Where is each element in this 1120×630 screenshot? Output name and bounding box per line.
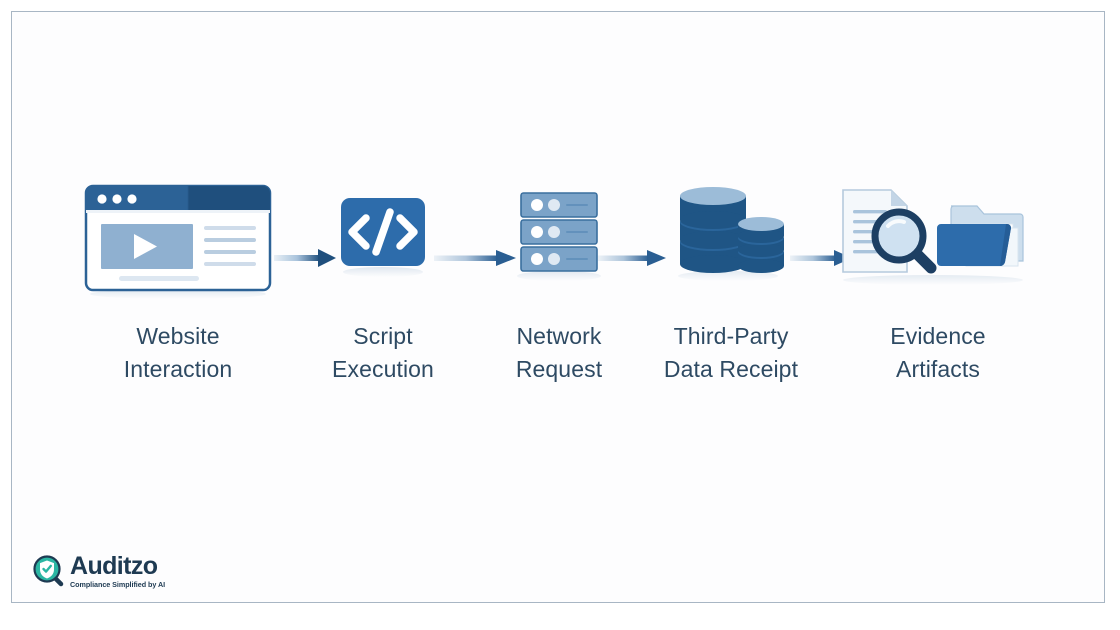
- flow-step-label: Network Request: [515, 323, 603, 382]
- browser-window-video-icon: [58, 177, 298, 302]
- flow-step-network-request[interactable]: Network Request: [480, 177, 638, 385]
- process-flow-diagram: Website Interaction: [12, 177, 1104, 412]
- flow-step-label: Evidence Artifacts: [890, 323, 986, 382]
- server-rack-icon: [480, 177, 638, 302]
- code-brackets-icon: [308, 177, 458, 302]
- document-magnifier-folder-icon: [824, 177, 1052, 302]
- magnifier-part: [871, 208, 937, 273]
- logo-wordmark: Auditzo: [70, 551, 158, 580]
- flow-step-label: Website Interaction: [123, 323, 233, 382]
- shield-check-magnifier-icon: [33, 555, 64, 587]
- flow-step-third-party-data-receipt[interactable]: Third-Party Data Receipt: [642, 177, 820, 385]
- flow-step-label: Third-Party Data Receipt: [663, 323, 799, 382]
- slide-canvas: Website Interaction: [11, 11, 1105, 603]
- database-stack-icon: [642, 177, 820, 302]
- auditzo-logo[interactable]: Auditzo Compliance Simplified by AI: [32, 551, 166, 589]
- arrow-right-icon: [598, 247, 666, 269]
- arrow-right-icon: [274, 247, 336, 269]
- flow-step-label: Script Execution: [332, 323, 434, 382]
- flow-step-evidence-artifacts[interactable]: Evidence Artifacts: [824, 177, 1052, 385]
- logo-tagline: Compliance Simplified by AI: [70, 579, 166, 589]
- flow-step-script-execution[interactable]: Script Execution: [308, 177, 458, 385]
- folder-part: [937, 204, 1024, 266]
- flow-step-website-interaction[interactable]: Website Interaction: [58, 177, 298, 385]
- arrow-right-icon: [434, 247, 516, 269]
